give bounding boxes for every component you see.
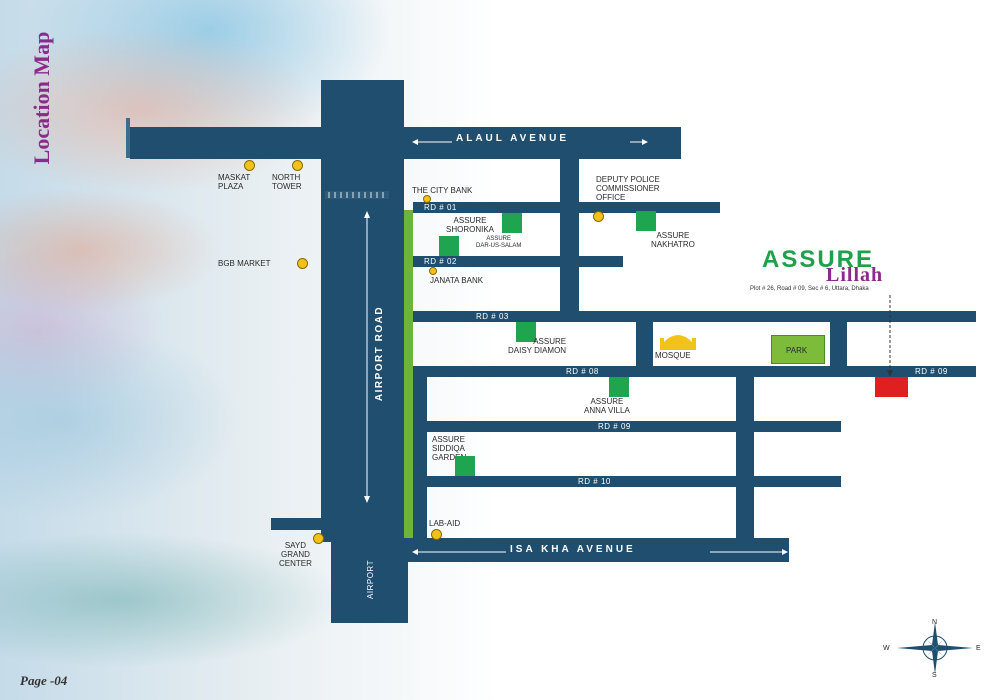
target-pointer [887,295,893,377]
left-stub-road [271,518,326,530]
janata-bank-label: JANATA BANK [430,276,484,285]
city-bank-marker [423,195,431,203]
park-label: PARK [786,346,808,355]
assure-lillah-target [875,377,908,397]
vertical-road-636 [636,322,653,366]
mosque-icon [660,335,696,350]
rd02-road [413,256,623,267]
daisy-block [516,322,536,342]
janata-bank-marker [429,267,437,275]
park-block [771,335,825,364]
sayd-grand-marker [313,533,324,544]
airport-label: AIRPORT [365,560,375,599]
bgb-market-marker [297,258,308,269]
city-bank-label: THE CITY BANK [412,186,473,195]
deputy-police-marker [593,211,604,222]
maskat-plaza-marker [244,160,255,171]
rd02-label: RD # 02 [424,257,457,266]
alaul-avenue-label: ALAUL AVENUE [456,133,570,144]
crosswalk [325,191,389,199]
compass-w: W [883,645,890,652]
rd09-label: RD # 09 [598,422,631,431]
alaul-avenue-road [130,127,681,159]
page-number: Page -04 [20,673,68,688]
isa-kha-avenue-label: ISA KHA AVENUE [510,544,636,555]
rd09-road [413,421,841,432]
median-strip [404,210,413,540]
brand-name-line1: ASSURE [762,246,875,273]
isa-kha-arrow [412,549,788,555]
vertical-road-560 [560,159,579,311]
rd01-label: RD # 01 [424,203,457,212]
brand-address: Plot # 26, Road # 09, Sec # 6, Uttara, D… [750,286,869,292]
airport-road-arrow [364,211,370,503]
north-tower-marker [292,160,303,171]
rd10-label: RD # 10 [578,477,611,486]
compass-n: N [932,619,938,626]
lab-aid-marker [431,529,442,540]
brand-name-line2: Lillah [826,264,884,286]
airport-road-label: AIRPORT ROAD [374,305,386,402]
lab-aid-label: LAB-AID [429,519,461,528]
rd03-road [413,311,976,322]
airport-road-lower [331,540,408,623]
page-title: Location Map [29,31,54,165]
vertical-road-414 [413,377,427,538]
anna-villa-block [609,377,629,397]
compass-rose-icon [897,622,973,674]
siddiqa-block [455,456,475,476]
compass-s: S [932,672,937,679]
bgb-market-label: BGB MARKET [218,259,271,268]
rd08-label: RD # 08 [566,367,599,376]
rd08-road [413,366,976,377]
vertical-road-830 [830,322,847,366]
vertical-road-737 [736,377,754,538]
rd10-road [413,476,841,487]
dar-us-salam-block [439,236,459,256]
alaul-arrow [412,139,648,145]
left-end-cap [126,118,130,158]
rd09-label-right: RD # 09 [915,367,948,376]
rd03-label: RD # 03 [476,312,509,321]
compass-e: E [976,645,981,652]
isa-kha-avenue-road [404,538,789,562]
nakhatro-block [636,211,656,231]
shoronika-block [502,213,522,233]
airport-road-upper [321,80,404,542]
mosque-label: MOSQUE [655,351,691,360]
